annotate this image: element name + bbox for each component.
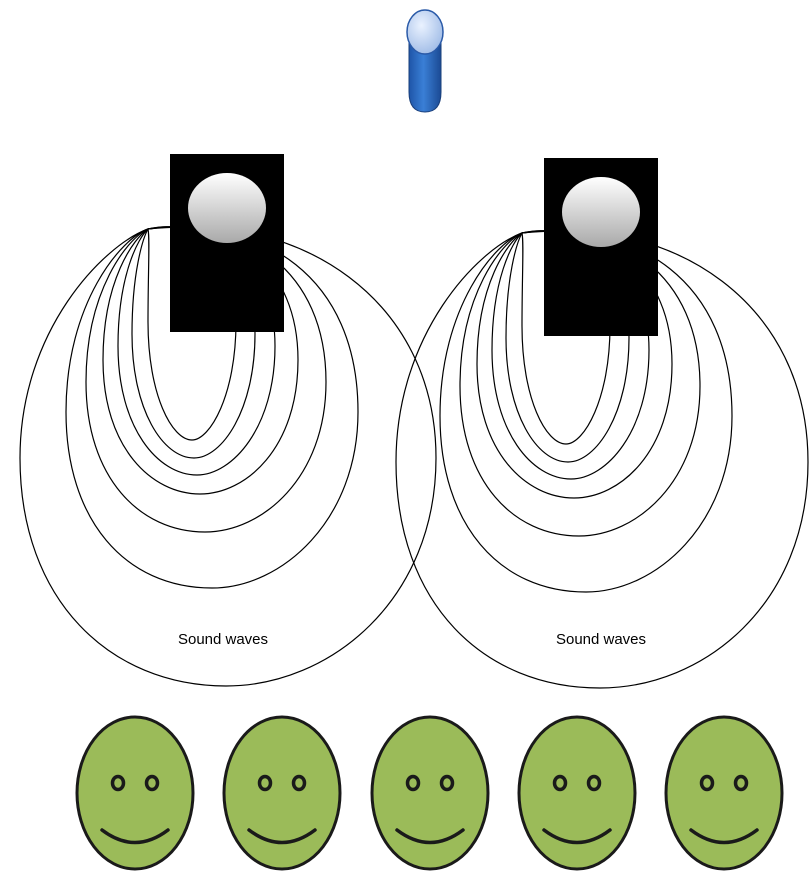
- face-head: [664, 715, 784, 871]
- right-sound-waves-label: Sound waves: [556, 631, 646, 648]
- face-head: [370, 715, 490, 871]
- speaker-cone: [188, 173, 266, 243]
- smiley-face-icon: [517, 715, 637, 871]
- smiley-face-icon: [75, 715, 195, 871]
- face-smile: [395, 828, 465, 845]
- face-smile: [689, 828, 759, 845]
- face-head: [517, 715, 637, 871]
- left-speaker-group: Sound waves: [19, 154, 437, 687]
- smiley-face-icon: [222, 715, 342, 871]
- wave-ellipse: [459, 230, 701, 537]
- face-smile: [542, 828, 612, 845]
- face-head: [75, 715, 195, 871]
- wave-ellipse: [19, 225, 437, 687]
- face-eye: [110, 774, 126, 792]
- listeners-row: [75, 715, 784, 871]
- face-eye: [405, 774, 421, 792]
- left-sound-waves: [19, 225, 437, 687]
- smiley-face-icon: [370, 715, 490, 871]
- microphone-head: [406, 9, 444, 55]
- face-eye: [144, 774, 160, 792]
- face-eye: [733, 774, 749, 792]
- left-sound-waves-label: Sound waves: [178, 631, 268, 648]
- wave-ellipse: [85, 226, 327, 533]
- wave-ellipse: [395, 229, 809, 689]
- face-eye: [291, 774, 307, 792]
- right-speaker-group: Sound waves: [395, 158, 809, 689]
- smiley-face-icon: [664, 715, 784, 871]
- face-eye: [699, 774, 715, 792]
- wave-ellipse: [439, 230, 733, 593]
- microphone-icon: [406, 9, 444, 113]
- face-eye: [439, 774, 455, 792]
- face-head: [222, 715, 342, 871]
- face-eye: [257, 774, 273, 792]
- face-eye: [586, 774, 602, 792]
- face-smile: [247, 828, 317, 845]
- wave-ellipse: [65, 226, 359, 589]
- speaker-cone: [562, 177, 640, 247]
- face-eye: [552, 774, 568, 792]
- microphone-body: [408, 37, 442, 113]
- face-smile: [100, 828, 170, 845]
- speaker-icon: [544, 158, 658, 336]
- speaker-icon: [170, 154, 284, 332]
